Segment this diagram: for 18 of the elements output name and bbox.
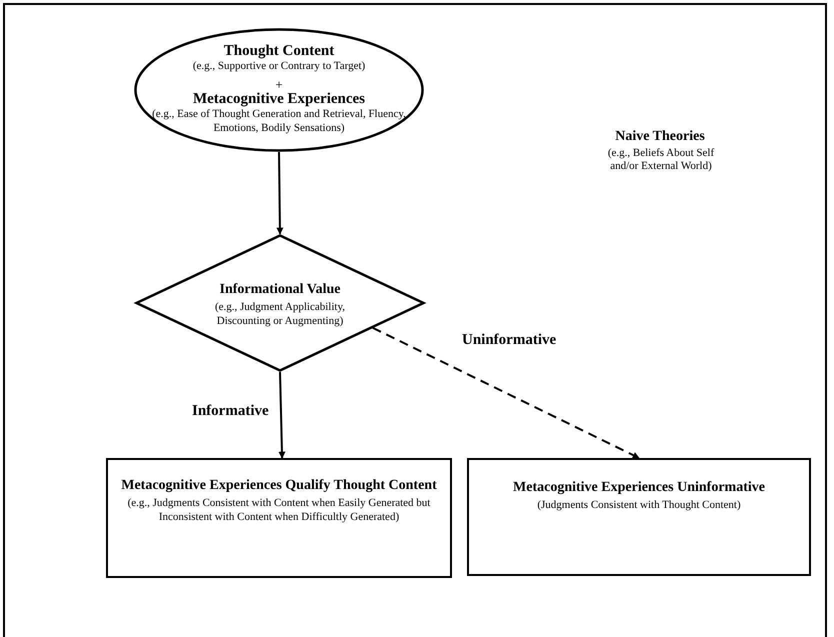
node-heading: Metacognitive Experiences Qualify Thought Content — [121, 478, 437, 494]
note-text: (e.g., Beliefs About Self and/or External World) — [606, 147, 716, 174]
node-description: (e.g., Judgment Applicability, Discounting or Augmenting) — [214, 300, 346, 328]
plus-sign: + — [275, 78, 283, 91]
node-description: (e.g., Ease of Thought Generation and Retrieval, Fluency, Emotions, Bodily Sensations) — [152, 108, 406, 136]
dashed-arrow — [372, 326, 640, 459]
note-heading: Naive Theories — [614, 129, 706, 146]
process-box — [106, 458, 452, 578]
node-heading: Metacognitive Experiences — [192, 90, 366, 108]
node-description: (e.g., Supportive or Contrary to Target) — [192, 60, 366, 74]
arrow — [278, 372, 286, 459]
node-heading: Thought Content — [224, 42, 334, 60]
node-description: (Judgments Consistent with Thought Content) — [537, 499, 741, 513]
node-heading: Metacognitive Experiences Uninformative — [513, 480, 765, 496]
node-description: (e.g., Judgments Consistent with Content when Easily Generated but Inconsistent with Content when Difficultly Generated) — [126, 497, 432, 525]
process-box — [467, 458, 811, 576]
node-heading: Informational Value — [220, 282, 340, 298]
arrow — [276, 152, 284, 235]
